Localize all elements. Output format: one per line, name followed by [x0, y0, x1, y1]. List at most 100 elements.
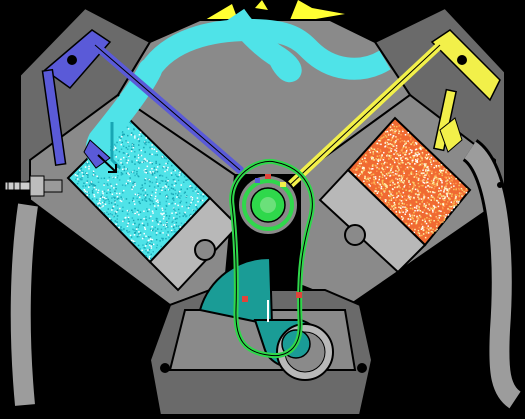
speckle-dot	[416, 173, 418, 175]
speckle-dot	[155, 208, 157, 210]
speckle-dot	[86, 173, 88, 175]
speckle-dot	[179, 174, 181, 176]
speckle-dot	[449, 198, 451, 200]
speckle-dot	[411, 191, 413, 193]
speckle-dot	[180, 201, 182, 203]
speckle-dot	[139, 248, 141, 250]
speckle-dot	[157, 166, 159, 168]
speckle-dot	[88, 192, 90, 194]
speckle-dot	[398, 195, 400, 197]
speckle-dot	[127, 127, 129, 129]
speckle-dot	[382, 182, 384, 184]
speckle-dot	[440, 211, 442, 213]
speckle-dot	[412, 161, 414, 163]
speckle-dot	[372, 159, 374, 161]
speckle-dot	[197, 201, 199, 203]
speckle-dot	[101, 178, 103, 180]
speckle-dot	[461, 193, 463, 195]
speckle-dot	[78, 181, 80, 183]
speckle-dot	[414, 176, 416, 178]
speckle-dot	[153, 203, 155, 205]
speckle-dot	[140, 232, 142, 234]
speckle-dot	[396, 178, 398, 180]
speckle-dot	[381, 186, 383, 188]
speckle-dot	[408, 174, 410, 176]
speckle-dot	[138, 233, 140, 235]
speckle-dot	[397, 167, 399, 169]
speckle-dot	[425, 196, 427, 198]
speckle-dot	[382, 165, 384, 167]
speckle-dot	[97, 177, 99, 179]
speckle-dot	[440, 190, 442, 192]
speckle-dot	[403, 173, 405, 175]
speckle-dot	[184, 176, 186, 178]
speckle-dot	[400, 155, 402, 157]
speckle-dot	[121, 149, 123, 151]
speckle-dot	[111, 219, 113, 221]
speckle-dot	[106, 193, 108, 195]
speckle-dot	[378, 187, 380, 189]
speckle-dot	[156, 239, 158, 241]
speckle-dot	[133, 134, 135, 136]
speckle-dot	[400, 138, 402, 140]
speckle-dot	[380, 158, 382, 160]
speckle-dot	[157, 200, 159, 202]
speckle-dot	[364, 177, 366, 179]
speckle-dot	[444, 169, 446, 171]
speckle-dot	[410, 196, 412, 198]
speckle-dot	[429, 186, 431, 188]
speckle-dot	[361, 163, 363, 165]
speckle-dot	[376, 166, 378, 168]
speckle-dot	[167, 234, 169, 236]
speckle-dot	[102, 191, 104, 193]
speckle-dot	[152, 239, 154, 241]
speckle-dot	[432, 211, 434, 213]
speckle-dot	[373, 174, 375, 176]
speckle-dot	[149, 217, 151, 219]
speckle-dot	[374, 182, 376, 184]
speckle-dot	[445, 214, 447, 216]
speckle-dot	[131, 186, 133, 188]
speckle-dot	[146, 208, 148, 210]
speckle-dot	[428, 175, 430, 177]
speckle-dot	[398, 163, 400, 165]
speckle-dot	[152, 174, 154, 176]
speckle-dot	[127, 155, 128, 157]
speckle-dot	[453, 185, 455, 187]
speckle-dot	[147, 194, 149, 196]
speckle-dot	[425, 169, 427, 171]
speckle-dot	[427, 185, 429, 187]
speckle-dot	[117, 205, 119, 207]
speckle-dot	[423, 194, 425, 196]
speckle-dot	[150, 204, 152, 206]
speckle-dot	[401, 209, 403, 211]
speckle-dot	[391, 150, 393, 152]
speckle-dot	[190, 214, 192, 216]
speckle-dot	[410, 149, 412, 151]
speckle-dot	[412, 228, 414, 230]
speckle-dot	[161, 246, 163, 248]
speckle-dot	[167, 163, 169, 165]
speckle-dot	[443, 199, 445, 201]
speckle-dot	[449, 181, 451, 183]
speckle-dot	[122, 207, 124, 209]
speckle-dot	[177, 176, 179, 178]
speckle-dot	[128, 217, 129, 219]
speckle-dot	[177, 205, 179, 207]
speckle-dot	[399, 199, 401, 201]
speckle-dot	[391, 200, 393, 202]
speckle-dot	[400, 193, 402, 195]
speckle-dot	[175, 203, 177, 205]
speckle-dot	[392, 124, 394, 126]
speckle-dot	[138, 226, 140, 228]
speckle-dot	[371, 183, 373, 185]
speckle-dot	[138, 195, 140, 197]
speckle-dot	[415, 189, 417, 191]
speckle-dot	[122, 134, 124, 136]
speckle-dot	[459, 199, 461, 201]
speckle-dot	[176, 214, 178, 216]
speckle-dot	[389, 192, 391, 194]
speckle-dot	[431, 171, 433, 173]
speckle-dot	[408, 166, 410, 168]
speckle-dot	[446, 180, 448, 182]
